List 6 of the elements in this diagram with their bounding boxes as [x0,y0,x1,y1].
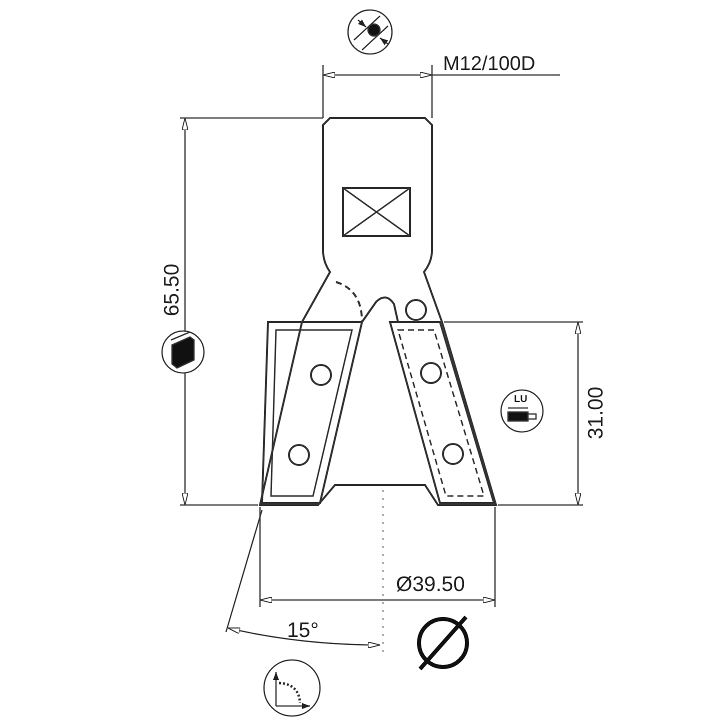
dimension-text: Ø39.50 [396,574,465,595]
dimension-text: 31.00 [586,386,606,440]
dimension-text: 65.50 [162,264,182,316]
symbol-label: LU [514,395,528,405]
thread-label: M12/100D [443,54,536,74]
angle-text: 15° [287,620,319,641]
